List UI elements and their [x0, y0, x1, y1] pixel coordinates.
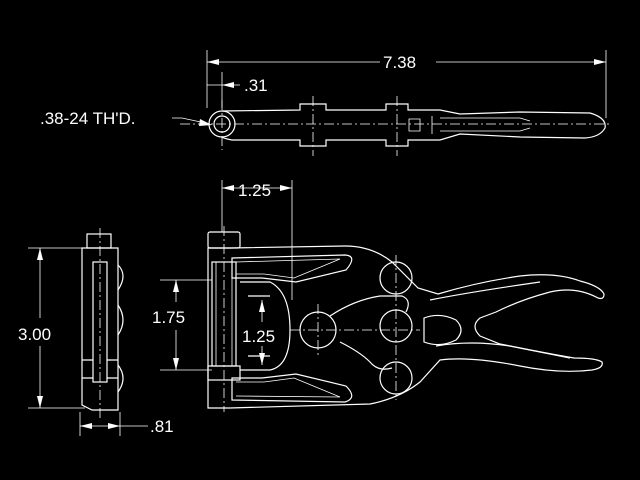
handle-jaw: [423, 314, 462, 346]
arrow-738-right: [594, 59, 606, 65]
lower-cutout-inner: [235, 377, 341, 398]
front-bolt-threads: [215, 262, 233, 366]
top-handle-detail: [431, 116, 531, 134]
dim-overall-length: 7.38: [383, 53, 416, 72]
linkage: [329, 295, 409, 370]
arrow-175-bottom: [173, 358, 179, 370]
arrow-738-left: [207, 59, 219, 65]
front-view: 1.25 1.75 1.25: [152, 180, 605, 412]
dim-pivot-spacing-mid: 1.25: [242, 327, 275, 346]
dim-eye-offset: .31: [244, 76, 268, 95]
lower-cutout: [231, 373, 353, 403]
front-spacer-lines: [248, 295, 270, 357]
arrow-125-top-right: [280, 185, 292, 191]
dim-side-width: .81: [150, 417, 174, 436]
upper-cutout: [231, 254, 353, 283]
dim-thread-label: .38-24 TH'D.: [40, 109, 136, 128]
side-body: [81, 247, 119, 411]
arrow-81-left: [80, 423, 92, 429]
arrow-125-top-left: [222, 185, 234, 191]
front-spacer-arc: [240, 281, 291, 371]
dim-pivot-spacing-top: 1.25: [238, 181, 271, 200]
clamp-body-outline: [207, 245, 605, 409]
dim-height-inner: 1.75: [152, 308, 185, 327]
side-view: 3.00 .81: [18, 228, 174, 436]
side-nut: [82, 359, 118, 379]
arrow-300-bottom: [37, 396, 43, 408]
upper-cutout-inner: [235, 258, 341, 279]
side-bolt-head: [86, 233, 112, 249]
arrow-125-mid-top: [259, 300, 265, 312]
dim-overall-height: 3.00: [18, 325, 51, 344]
top-view: 7.38 .31 .38-24 TH'D.: [40, 50, 610, 156]
side-bosses: [117, 264, 124, 393]
arrow-125-mid-bottom: [259, 353, 265, 365]
top-slot: [408, 118, 421, 132]
arrow-175-top: [173, 280, 179, 292]
handle-inner-detail: [429, 281, 571, 359]
arrow-300-top: [37, 248, 43, 260]
top-body-outline: [221, 103, 606, 147]
arrow-31: [222, 82, 234, 88]
arrow-81-right: [108, 423, 120, 429]
